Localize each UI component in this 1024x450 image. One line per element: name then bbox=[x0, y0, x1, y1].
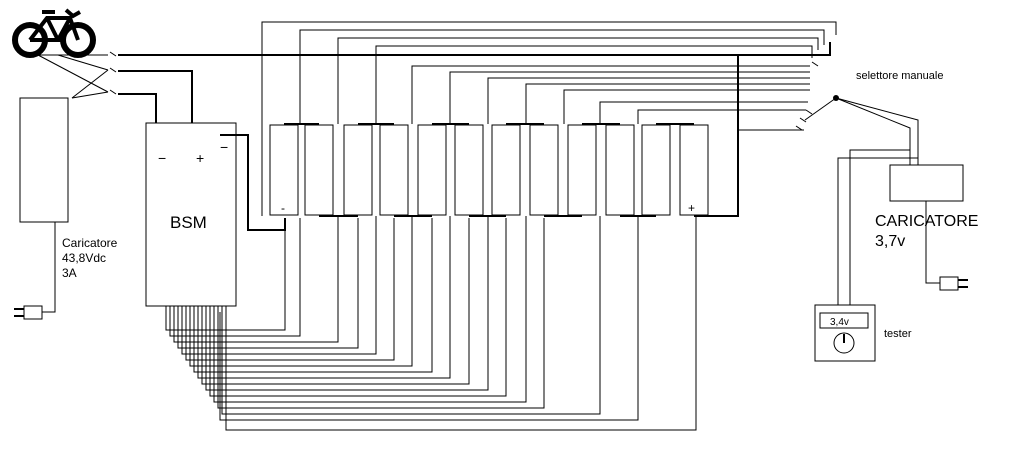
pack-plus-wire bbox=[694, 55, 739, 217]
selector-contacts bbox=[795, 61, 819, 131]
manual-selector bbox=[804, 95, 919, 165]
main-charger-label-1: Caricatore bbox=[62, 236, 118, 250]
balance-connector bbox=[165, 306, 227, 312]
cell bbox=[304, 124, 334, 216]
pack-minus-label: - bbox=[281, 201, 285, 215]
bsm-plus-label: + bbox=[196, 150, 204, 166]
bsm-label: BSM bbox=[170, 213, 207, 232]
selector-tap-wires bbox=[261, 21, 837, 216]
main-charger-label-2: 43,8Vdc bbox=[62, 251, 106, 265]
battery-pack: - + bbox=[269, 123, 709, 217]
main-charger-box bbox=[19, 97, 69, 223]
cell bbox=[529, 124, 559, 216]
cell bbox=[567, 124, 597, 216]
selector-label: selettore manuale bbox=[856, 70, 943, 82]
cell bbox=[605, 124, 635, 216]
cell-charger-cable bbox=[925, 201, 940, 284]
cell-charger-box bbox=[889, 164, 964, 202]
balance-wires bbox=[165, 216, 697, 431]
plug-icon bbox=[14, 305, 43, 320]
bsm-out-minus-label: − bbox=[220, 139, 228, 155]
bike-wire-top bbox=[118, 42, 831, 56]
bike-switch bbox=[37, 51, 117, 99]
cell-charger-label-1: CARICATORE bbox=[875, 213, 978, 230]
tester-meter bbox=[814, 304, 876, 362]
cell bbox=[343, 124, 373, 216]
main-charger-cable bbox=[42, 222, 56, 313]
cell bbox=[269, 124, 299, 216]
cell bbox=[679, 124, 709, 216]
cell bbox=[379, 124, 409, 216]
cell bbox=[454, 124, 484, 216]
plug-icon bbox=[939, 276, 968, 291]
cell bbox=[641, 124, 671, 216]
cell-charger-label-2: 3,7v bbox=[875, 233, 905, 250]
bicycle-icon bbox=[12, 8, 96, 58]
bsm-minus-label: − bbox=[158, 150, 166, 166]
pack-plus-label: + bbox=[688, 201, 695, 215]
cell bbox=[417, 124, 447, 216]
tester-label: tester bbox=[884, 328, 912, 340]
cell bbox=[491, 124, 521, 216]
main-charger-label-3: 3A bbox=[62, 266, 77, 280]
tester-display: 3,4v bbox=[830, 317, 849, 328]
bsm-box bbox=[145, 122, 237, 307]
tester-lead-2 bbox=[837, 157, 919, 305]
